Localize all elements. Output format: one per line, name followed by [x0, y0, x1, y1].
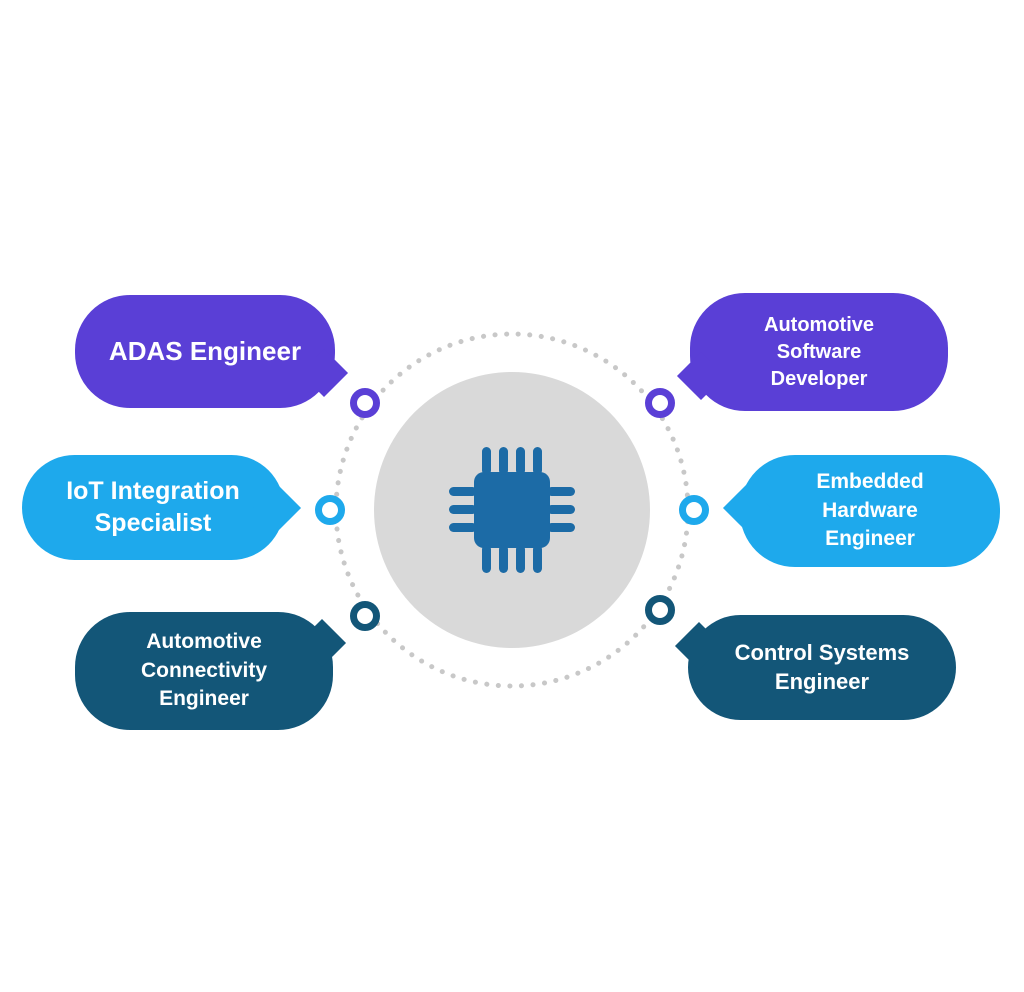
bubble-label: IoT Integration Specialist	[66, 477, 240, 537]
connector-ring-top-left	[350, 388, 380, 418]
bubble-embedded-hardware-engineer: Embedded Hardware Engineer	[722, 455, 1000, 567]
bubble-tail	[722, 483, 772, 533]
bubble-label: Automotive Software Developer	[764, 313, 874, 390]
chip-body	[474, 472, 550, 548]
bubble-adas-engineer: ADAS Engineer	[75, 295, 349, 408]
bubble-label: ADAS Engineer	[108, 336, 302, 366]
bubble-label: Control Systems Engineer	[734, 639, 910, 694]
bubble-label: Embedded Hardware Engineer	[816, 470, 924, 551]
microchip-icon	[449, 447, 575, 573]
bubble-control-systems-engineer: Control Systems Engineer	[674, 615, 956, 720]
connector-ring-middle-right	[679, 495, 709, 525]
connector-ring-bottom-right	[645, 595, 675, 625]
bubble-label: Automotive Connectivity Engineer	[140, 630, 268, 711]
bubble-automotive-software-developer: Automotive Software Developer	[676, 293, 948, 411]
bubble-iot-integration-specialist: IoT Integration Specialist	[22, 455, 302, 560]
bubble-automotive-connectivity-engineer: Automotive Connectivity Engineer	[75, 612, 347, 730]
connector-ring-top-right	[645, 388, 675, 418]
center-circle	[374, 372, 650, 648]
connector-ring-middle-left	[315, 495, 345, 525]
connector-ring-bottom-left	[350, 601, 380, 631]
